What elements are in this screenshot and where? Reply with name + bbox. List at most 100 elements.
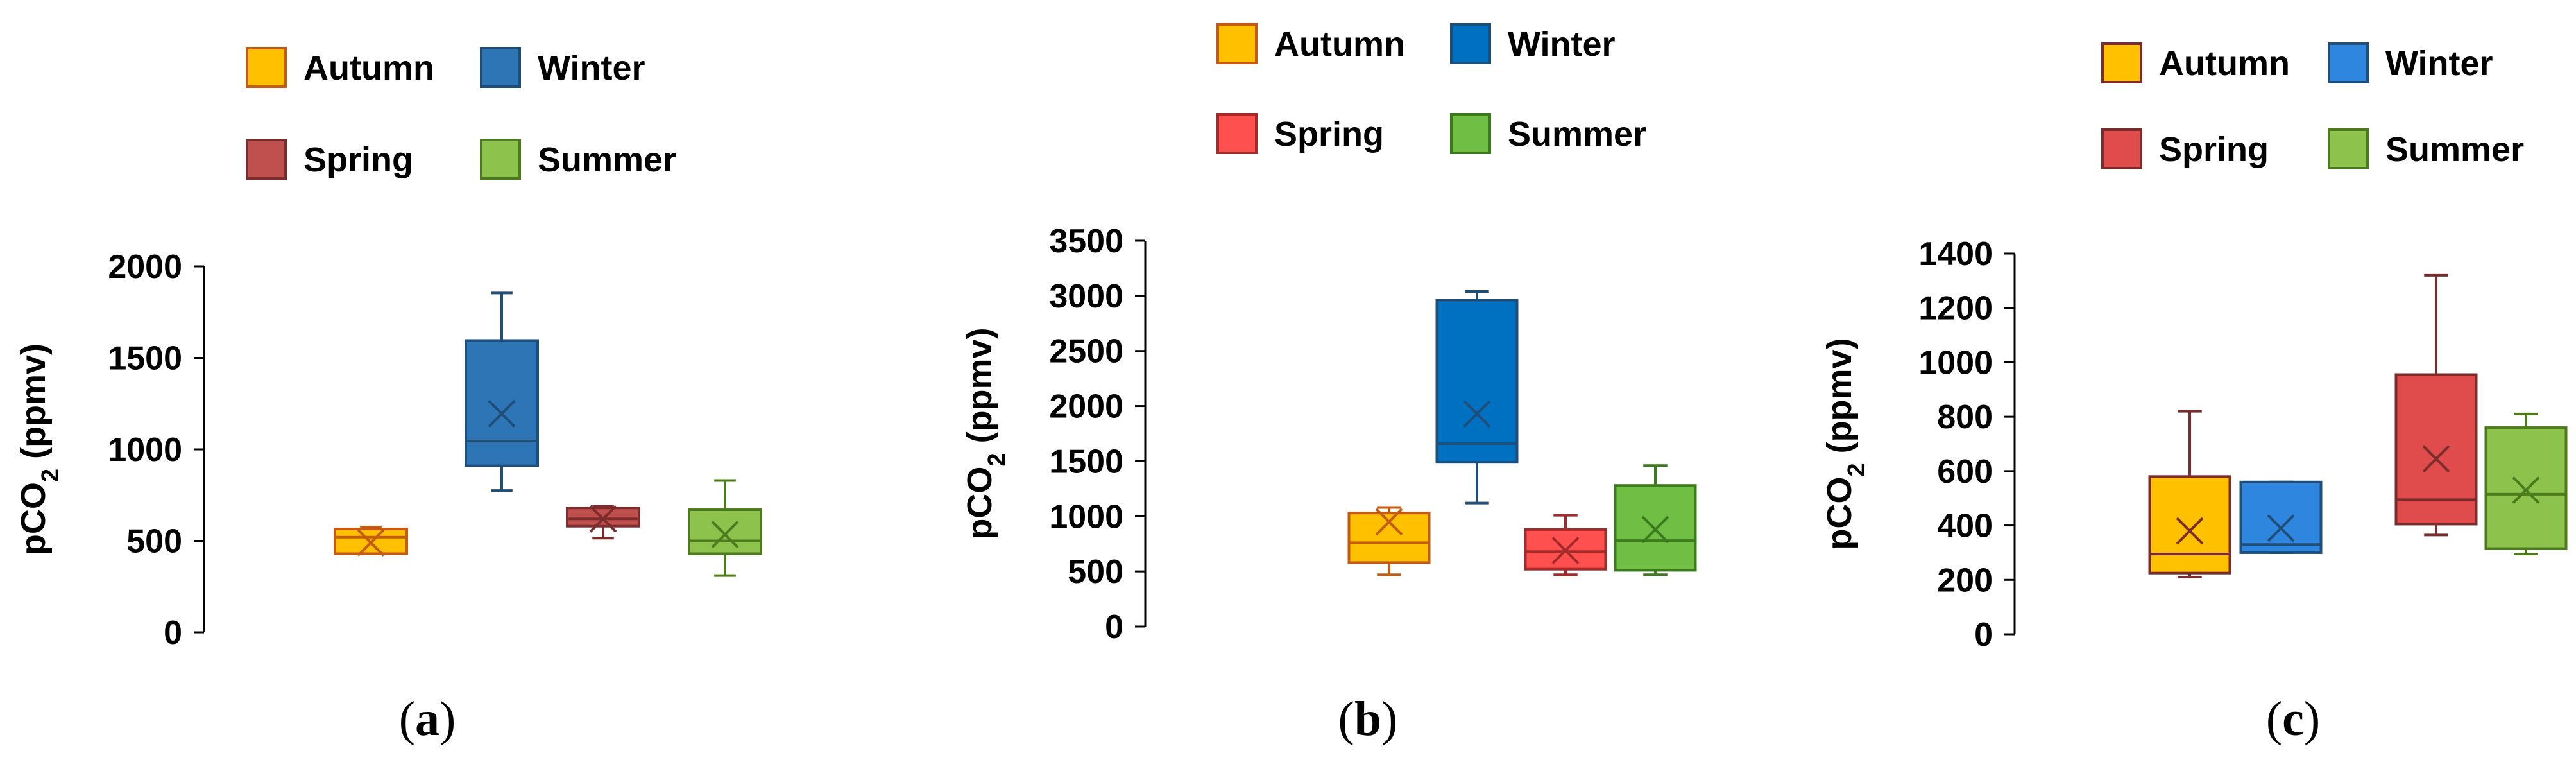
mean-marker bbox=[357, 528, 385, 557]
chart-panel-a: 0 500 1000 1500 2000 pCO2 (ppmv) Autumn WinterS… bbox=[14, 47, 762, 746]
mean-marker bbox=[2512, 476, 2540, 504]
legend-swatch bbox=[2328, 128, 2369, 169]
mean-marker bbox=[2267, 514, 2295, 542]
legend-item-autumn: Autumn bbox=[246, 47, 434, 88]
y-tick-label: 1500 bbox=[1049, 443, 1123, 480]
box-iqr bbox=[1435, 299, 1519, 464]
mean-marker bbox=[711, 521, 739, 548]
legend-item-summer: Summer bbox=[480, 139, 676, 180]
box-winter bbox=[2239, 480, 2323, 554]
y-axis-label: pCO2 (ppmv) bbox=[1820, 338, 1870, 550]
legend-label: Summer bbox=[1508, 115, 1646, 153]
y-tick-label: 500 bbox=[126, 523, 182, 560]
legend-label: Spring bbox=[303, 141, 413, 179]
legend-item-summer: Summer bbox=[2328, 128, 2524, 169]
legend-swatch bbox=[2328, 42, 2369, 83]
legend-swatch bbox=[1216, 23, 1258, 64]
y-tick-label: 800 bbox=[1937, 399, 1993, 436]
y-tick-label: 1000 bbox=[1918, 344, 1993, 381]
legend-label: Autumn bbox=[2159, 44, 2290, 83]
y-tick-label: 0 bbox=[164, 614, 182, 652]
legend-swatch bbox=[1216, 113, 1258, 154]
legend-item-spring: Spring bbox=[246, 139, 413, 180]
legend-item-autumn: Autumn bbox=[1216, 23, 1405, 64]
legend-label: Autumn bbox=[1274, 25, 1405, 64]
legend-swatch bbox=[246, 139, 287, 180]
mean-marker bbox=[2422, 445, 2450, 473]
legend-swatch bbox=[2101, 42, 2142, 83]
y-tick-label: 3500 bbox=[1049, 223, 1123, 260]
y-tick-label: 2500 bbox=[1049, 333, 1123, 370]
legend-item-spring: Spring bbox=[1216, 113, 1384, 154]
legend-swatch bbox=[480, 47, 521, 88]
box-iqr bbox=[2394, 373, 2478, 526]
y-tick-label: 200 bbox=[1937, 562, 1993, 599]
y-tick-label: 2000 bbox=[108, 248, 182, 286]
mean-marker bbox=[1641, 515, 1669, 544]
panel-label: (b) bbox=[1338, 692, 1398, 746]
box-summer bbox=[2484, 412, 2568, 556]
box-spring bbox=[1524, 514, 1607, 576]
y-tick-label: 0 bbox=[1105, 609, 1123, 646]
legend-item-spring: Spring bbox=[2101, 128, 2269, 169]
box-iqr bbox=[2239, 480, 2323, 554]
box-iqr bbox=[566, 507, 640, 528]
y-tick-label: 400 bbox=[1937, 508, 1993, 545]
legend-item-winter: Winter bbox=[2328, 42, 2493, 83]
legend-swatch bbox=[480, 139, 521, 180]
box-spring bbox=[2394, 273, 2478, 537]
box-autumn bbox=[334, 526, 408, 557]
legend-item-winter: Winter bbox=[480, 47, 645, 88]
legend-label: Spring bbox=[1274, 115, 1384, 153]
y-tick-label: 1200 bbox=[1918, 290, 1993, 327]
box-iqr bbox=[2148, 475, 2231, 575]
box-iqr bbox=[334, 527, 408, 555]
box-spring bbox=[566, 505, 640, 540]
legend-swatch bbox=[1450, 23, 1491, 64]
box-autumn bbox=[2148, 410, 2231, 579]
legend-item-summer: Summer bbox=[1450, 113, 1646, 154]
mean-marker bbox=[1463, 400, 1491, 428]
box-iqr bbox=[465, 339, 539, 467]
box-winter bbox=[465, 291, 539, 492]
box-autumn bbox=[1347, 506, 1431, 576]
box-summer bbox=[1614, 464, 1697, 576]
mean-marker bbox=[2176, 517, 2204, 545]
mean-marker bbox=[1551, 537, 1580, 564]
box-summer bbox=[688, 479, 762, 577]
y-tick-label: 0 bbox=[1974, 616, 1993, 654]
y-axis-label: pCO2 (ppmv) bbox=[960, 327, 1011, 539]
legend-swatch bbox=[1450, 113, 1491, 154]
legend-label: Summer bbox=[2385, 130, 2524, 169]
y-tick-label: 1500 bbox=[108, 340, 182, 377]
panel-label: (a) bbox=[399, 692, 456, 746]
y-tick-label: 3000 bbox=[1049, 278, 1123, 315]
legend-label: Winter bbox=[2385, 44, 2493, 83]
mean-marker bbox=[1375, 508, 1403, 536]
legend-label: Spring bbox=[2159, 130, 2269, 169]
y-tick-label: 1000 bbox=[108, 431, 182, 469]
legend-swatch bbox=[246, 47, 287, 88]
legend-item-autumn: Autumn bbox=[2101, 42, 2290, 83]
mean-marker bbox=[589, 505, 617, 533]
legend-label: Summer bbox=[538, 141, 676, 179]
legend-label: Winter bbox=[538, 49, 645, 87]
y-tick-label: 1000 bbox=[1049, 498, 1123, 535]
legend-label: Autumn bbox=[303, 49, 434, 87]
y-tick-label: 500 bbox=[1068, 553, 1123, 591]
y-tick-label: 2000 bbox=[1049, 388, 1123, 426]
legend-swatch bbox=[2101, 128, 2142, 169]
y-axis-label: pCO2 (ppmv) bbox=[14, 343, 64, 555]
legend-item-winter: Winter bbox=[1450, 23, 1616, 64]
box-iqr bbox=[2484, 426, 2568, 550]
y-tick-label: 600 bbox=[1937, 453, 1993, 490]
box-iqr bbox=[688, 508, 762, 555]
legend-label: Winter bbox=[1508, 25, 1616, 64]
chart-panel-b: 0 500 1000 1500 2000 2500 3000 3500 pCO2 (ppmv) A… bbox=[960, 23, 1697, 746]
mean-marker bbox=[488, 400, 516, 428]
